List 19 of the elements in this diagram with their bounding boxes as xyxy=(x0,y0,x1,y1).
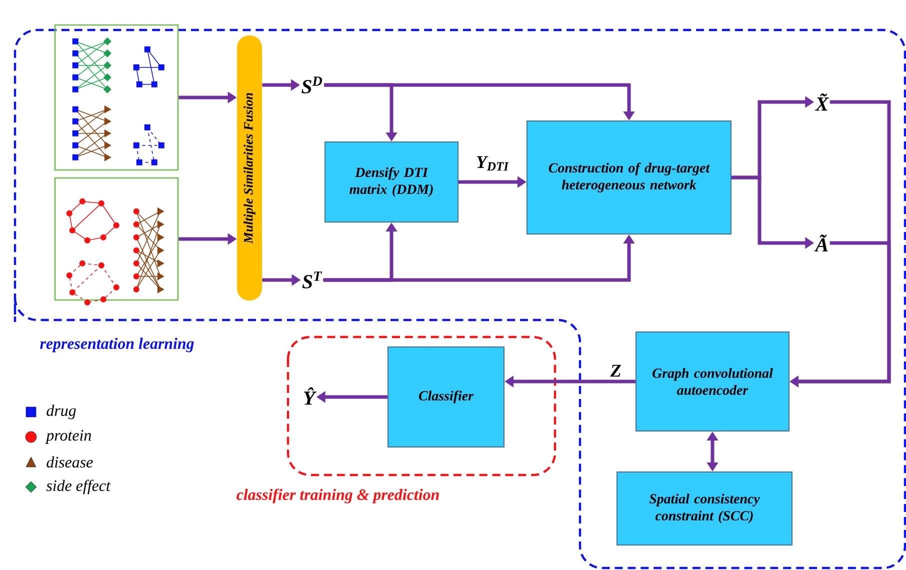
math-symbol: S$^{T}$ xyxy=(302,272,322,288)
legend-label: protein xyxy=(45,430,91,444)
process-box: Densify DTI matrix (DDM) xyxy=(324,142,458,222)
region-title: classifier training & prediction xyxy=(236,488,439,504)
legend-label: disease xyxy=(46,456,93,468)
math-symbol: Ã xyxy=(814,234,828,252)
process-box: Spatial consistency constraint (SCC) xyxy=(616,472,792,546)
edge-label: Z xyxy=(610,364,621,377)
edge-label: Y$_{DTI}$ xyxy=(476,156,509,171)
legend-label: drug xyxy=(46,404,76,420)
process-box: Classifier xyxy=(388,346,504,448)
legend-label: side effect xyxy=(46,480,111,494)
math-symbol: X̃ xyxy=(814,93,830,111)
process-box: Graph convolutional autoencoder xyxy=(636,332,790,432)
math-symbol: Ŷ xyxy=(304,387,317,405)
region-title: representation learning xyxy=(40,338,194,352)
fusion-bar: Multiple Similarities Fusion xyxy=(237,36,262,300)
math-symbol: S$^{D}$ xyxy=(302,76,322,94)
process-box: Construction of drug-target heterogeneous network xyxy=(526,120,732,234)
